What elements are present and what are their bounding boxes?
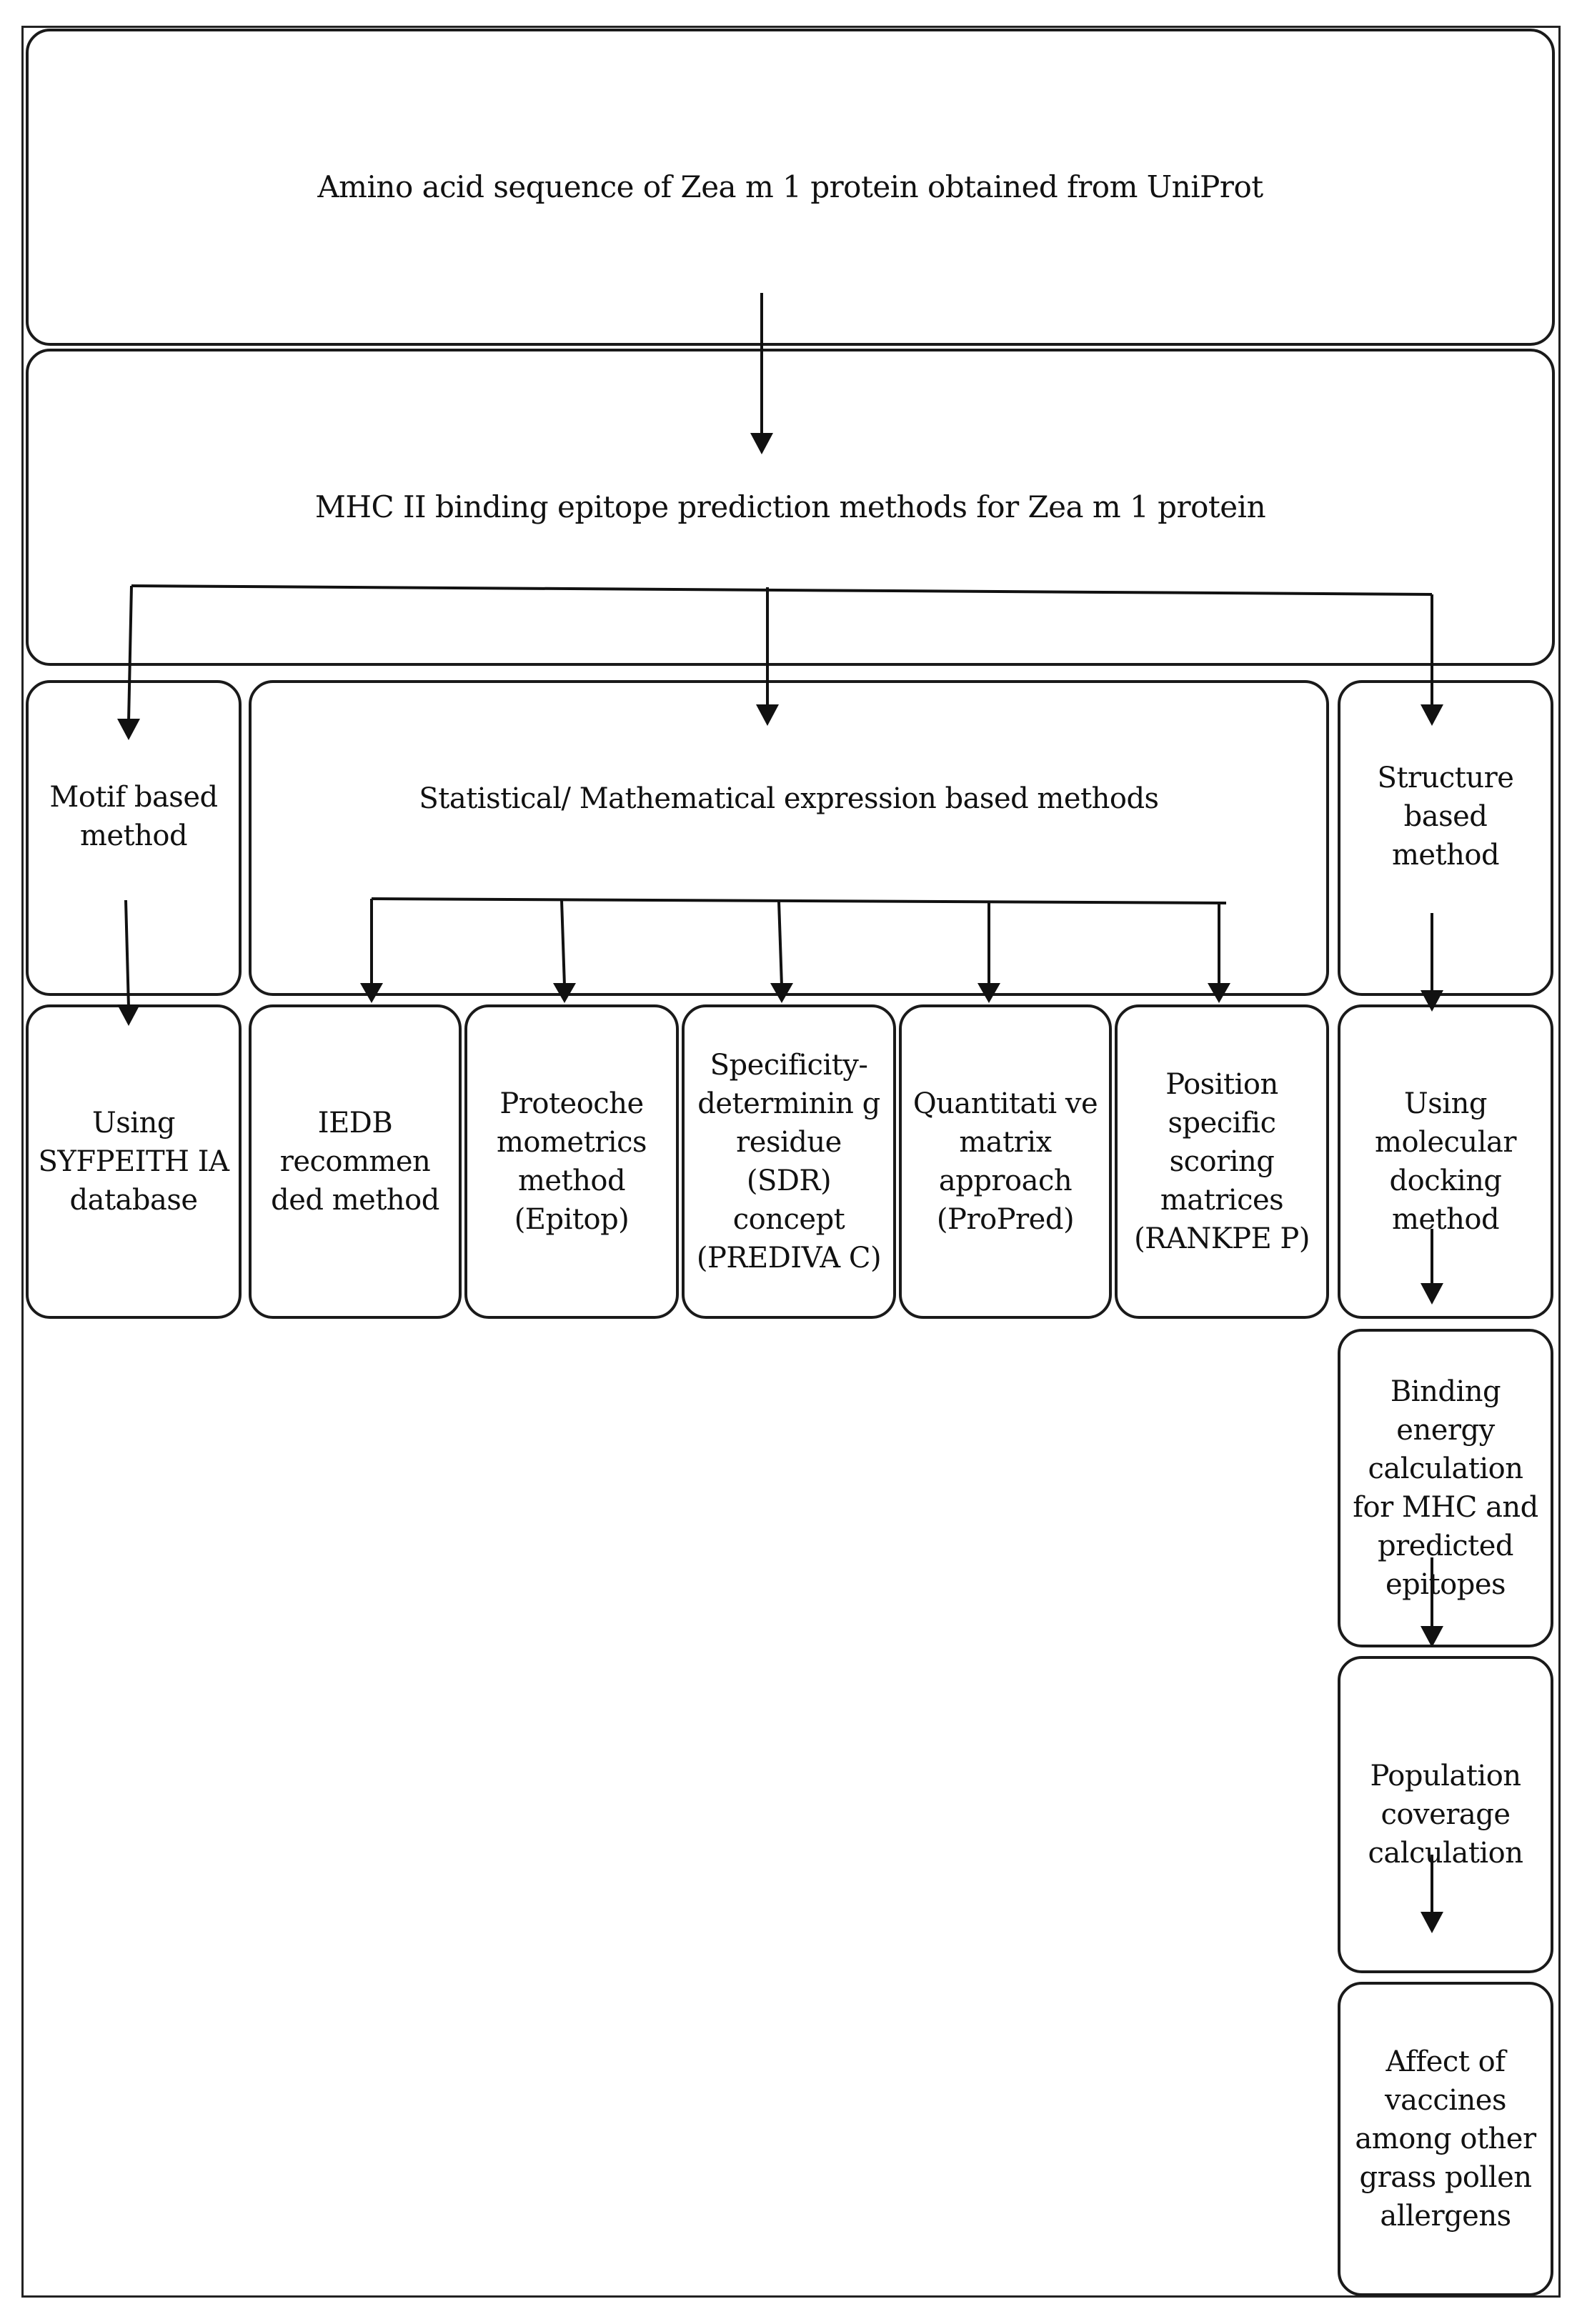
uniprot-sequence-box: Amino acid sequence of Zea m 1 protein o… [26,29,1555,346]
population-coverage-box: Population coverage calculation [1338,1656,1553,1973]
syfpeithia-label: Using SYFPEITH IA database [38,1107,229,1217]
proteochemometrics-box: Proteoche mometrics method (Epitop) [464,1004,679,1319]
motif-based-box: Motif based method [26,680,242,996]
motif-based-label: Motif based method [49,781,218,852]
sdr-label: Specificity-determinin g residue (SDR) c… [696,1049,882,1275]
statistical-methods-label: Statistical/ Mathematical expression bas… [419,782,1159,815]
outer-frame [21,26,1561,2298]
syfpeithia-box: Using SYFPEITH IA database [26,1004,242,1319]
iedb-label: IEDB recommen ded method [271,1107,439,1217]
binding-energy-box: Binding energy calculation for MHC and p… [1338,1329,1553,1647]
rankpep-label: Position specific scoring matrices (RANK… [1134,1068,1310,1255]
population-coverage-label: Population coverage calculation [1368,1760,1523,1870]
binding-energy-label: Binding energy calculation for MHC and p… [1353,1375,1538,1601]
sdr-box: Specificity-determinin g residue (SDR) c… [682,1004,896,1319]
rankpep-box: Position specific scoring matrices (RANK… [1115,1004,1329,1319]
mhc-methods-box: MHC II binding epitope prediction method… [26,349,1555,666]
vaccine-effect-box: Affect of vaccines among other grass pol… [1338,1982,1553,2296]
proteochemometrics-label: Proteoche mometrics method (Epitop) [496,1087,647,1236]
iedb-box: IEDB recommen ded method [249,1004,462,1319]
molecular-docking-label: Using molecular docking method [1375,1087,1516,1236]
vaccine-effect-label: Affect of vaccines among other grass pol… [1355,2045,1536,2233]
propred-label: Quantitati ve matrix approach (ProPred) [912,1087,1098,1236]
mhc-methods-label: MHC II binding epitope prediction method… [314,489,1266,524]
propred-box: Quantitati ve matrix approach (ProPred) [899,1004,1112,1319]
structure-based-box: Structure based method [1338,680,1553,996]
molecular-docking-box: Using molecular docking method [1338,1004,1553,1319]
statistical-methods-box: Statistical/ Mathematical expression bas… [249,680,1329,996]
structure-based-label: Structure based method [1377,762,1514,872]
uniprot-sequence-label: Amino acid sequence of Zea m 1 protein o… [317,169,1263,204]
